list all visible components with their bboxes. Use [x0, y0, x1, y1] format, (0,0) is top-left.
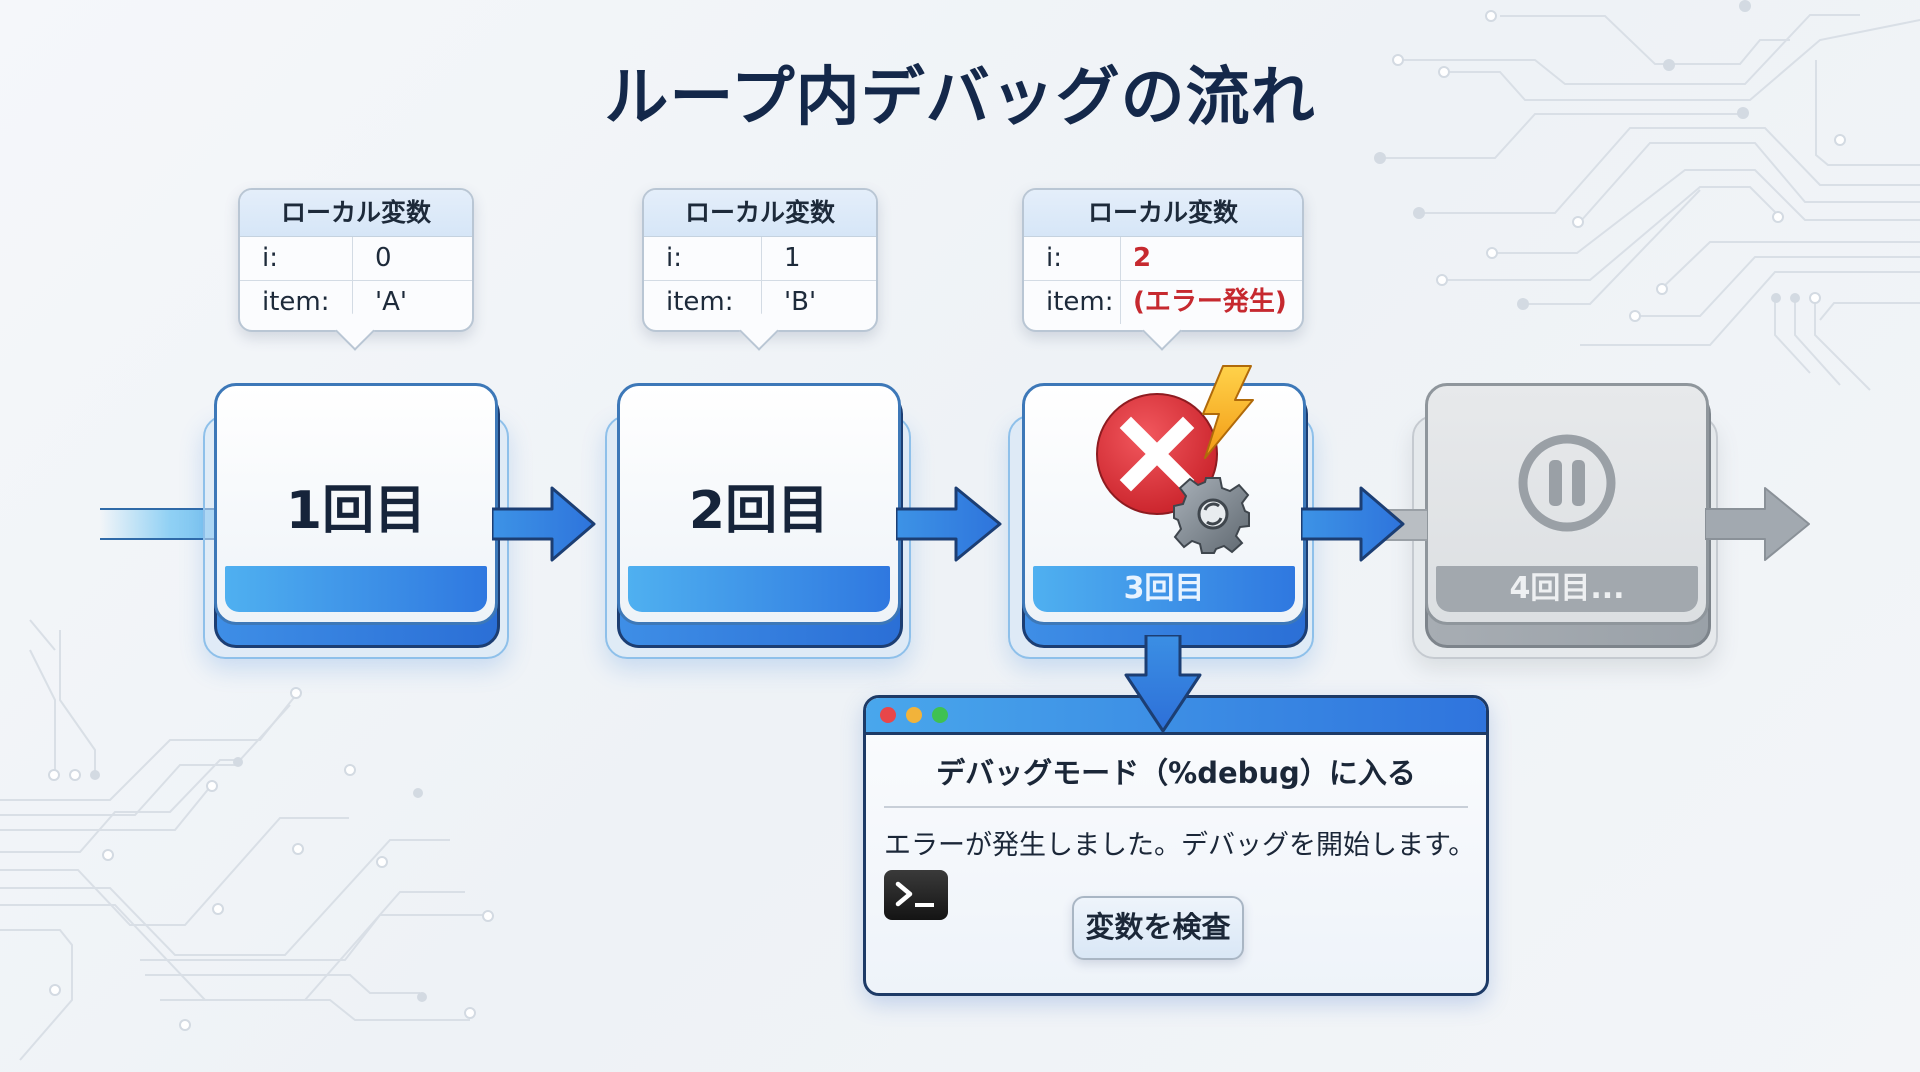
- terminal-prompt-icon: [884, 870, 948, 920]
- iteration-progress-bar: [225, 566, 487, 612]
- minimize-window-button[interactable]: [906, 707, 922, 723]
- local-variables-header: ローカル変数: [1024, 190, 1302, 237]
- divider: [884, 806, 1468, 808]
- pause-icon: [1518, 434, 1616, 532]
- maximize-window-button[interactable]: [932, 707, 948, 723]
- local-variables-panel-3: ローカル変数 i: 2 item: (エラー発生): [1022, 188, 1304, 351]
- variable-name: item:: [1024, 281, 1121, 324]
- local-variables-panel-1: ローカル変数 i: 0 item: 'A': [238, 188, 474, 351]
- local-variables-header: ローカル変数: [240, 190, 472, 237]
- local-variables-panel-2: ローカル変数 i: 1 item: 'B': [642, 188, 878, 351]
- variable-value: 1: [784, 243, 801, 273]
- variable-value: 'A': [375, 287, 408, 317]
- iteration-card[interactable]: 1回目: [214, 383, 498, 625]
- variable-value-error: 2: [1133, 243, 1152, 273]
- variable-value: 0: [375, 243, 392, 273]
- variable-value-error: (エラー発生): [1133, 287, 1287, 317]
- debug-window: デバッグモード（%debug）に入る エラーが発生しました。デバッグを開始します…: [863, 695, 1489, 996]
- iteration-progress-bar: [628, 566, 890, 612]
- arrow-down-icon: [1124, 635, 1202, 733]
- iteration-label-bar: 3回目: [1033, 566, 1295, 612]
- variable-name: i:: [644, 237, 762, 280]
- variable-name: i:: [240, 237, 353, 280]
- arrow-right-icon: [896, 486, 1002, 562]
- close-window-button[interactable]: [880, 707, 896, 723]
- debug-message: エラーが発生しました。デバッグを開始します。: [884, 830, 1476, 861]
- lightning-icon: [1202, 365, 1254, 459]
- local-variables-header: ローカル変数: [644, 190, 876, 237]
- iteration-label: 2回目: [688, 481, 830, 541]
- variable-name: item:: [240, 281, 353, 324]
- variable-name: i:: [1024, 237, 1121, 280]
- incoming-flow-bar: [100, 508, 218, 540]
- gear-icon: [1173, 477, 1250, 554]
- iteration-card[interactable]: 2回目: [617, 383, 901, 625]
- arrow-right-icon: [492, 486, 596, 562]
- inspect-variables-button[interactable]: 変数を検査: [1072, 896, 1244, 960]
- arrow-right-icon: [1301, 486, 1405, 562]
- iteration-label: 1回目: [285, 481, 427, 541]
- iteration-label-bar: 4回目...: [1436, 566, 1698, 612]
- iteration-card-paused[interactable]: 4回目...: [1425, 383, 1709, 625]
- arrow-right-gray-icon: [1705, 487, 1810, 561]
- variable-name: item:: [644, 281, 762, 324]
- variable-value: 'B': [784, 287, 817, 317]
- page-title: ループ内デバッグの流れ: [604, 61, 1316, 135]
- debug-window-heading: デバッグモード（%debug）に入る: [936, 756, 1416, 790]
- iteration-card-error[interactable]: 3回目: [1022, 365, 1306, 625]
